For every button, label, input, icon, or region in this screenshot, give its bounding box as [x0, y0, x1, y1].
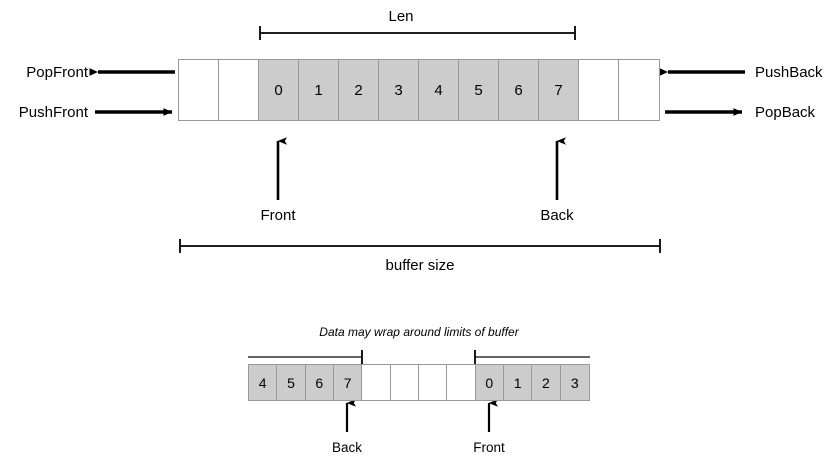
front-pointer-label: Front [260, 207, 296, 224]
buffer-cell-empty [418, 365, 448, 400]
buffer-cell-empty [179, 60, 219, 120]
wrap-note-label: Data may wrap around limits of buffer [319, 325, 519, 339]
buffer-cell-empty [219, 60, 259, 120]
op-label-popfront: PopFront [26, 64, 88, 81]
buffer-cell-empty [447, 365, 476, 400]
wrap-right-span-bracket [474, 350, 590, 364]
buffer-size-label: buffer size [385, 257, 455, 274]
buffer-cell-filled: 6 [305, 365, 334, 400]
buffer-cell-filled: 7 [333, 365, 363, 400]
buffer-cell-empty [390, 365, 419, 400]
op-label-popback: PopBack [755, 104, 816, 121]
buffer-cell-filled: 7 [539, 60, 579, 120]
len-label: Len [388, 8, 414, 25]
buffer-cell-filled: 4 [249, 365, 278, 400]
buffer-cell-filled: 0 [475, 365, 504, 400]
wrap-front-pointer-label: Front [473, 440, 505, 455]
buffer-cell-filled: 5 [459, 60, 499, 120]
buffer-cell-filled: 6 [499, 60, 539, 120]
back-pointer-label: Back [540, 207, 574, 224]
buffer-cell-empty [619, 60, 659, 120]
op-label-pushfront: PushFront [18, 104, 88, 121]
buffer-cell-filled: 2 [532, 365, 561, 400]
wrap-back-pointer-label: Back [331, 440, 363, 455]
wrap-left-span-bracket [248, 350, 363, 364]
buffer-cell-filled: 0 [259, 60, 299, 120]
buffer-cell-filled: 2 [339, 60, 379, 120]
buffer-cell-filled: 3 [379, 60, 419, 120]
buffer-cell-filled: 1 [299, 60, 339, 120]
buffer-cell-filled: 5 [277, 365, 306, 400]
buffer-cell-empty [362, 365, 391, 400]
buffer-cell-filled: 3 [560, 365, 589, 400]
buffer-size-measure-bracket [179, 239, 661, 253]
buffer-cell-filled: 4 [419, 60, 459, 120]
buffer-cell-filled: 1 [503, 365, 533, 400]
op-label-pushback: PushBack [755, 64, 823, 81]
buffer-cell-empty [579, 60, 619, 120]
len-measure-bracket [259, 26, 576, 40]
